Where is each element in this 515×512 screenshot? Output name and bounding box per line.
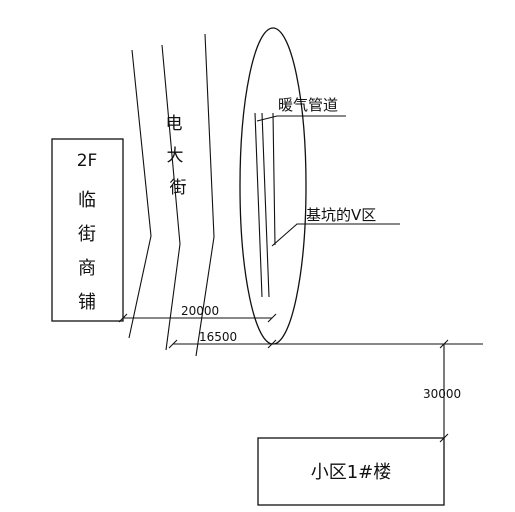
street-shop-building (51, 138, 124, 322)
label-shop-char-3: 商 (78, 258, 96, 279)
heating-pipe-line-3 (272, 112, 276, 246)
label-shop-char-2: 街 (78, 224, 96, 245)
residential-building (257, 437, 445, 506)
heating-pipe-leader (256, 115, 346, 122)
label-street-char-3: 街 (170, 178, 187, 198)
dimension-tick (267, 339, 277, 349)
dimension-tick (168, 339, 178, 349)
label-street-char-2: 大 (167, 146, 184, 166)
dimension-tick (118, 313, 128, 323)
street-edge-line-2 (161, 44, 181, 351)
dimension-label-30000: 30000 (423, 387, 461, 401)
label-street-char-1: 电 (166, 114, 183, 134)
street-edge-line-1 (128, 49, 152, 339)
heating-pipe-line-1 (254, 112, 263, 298)
dimension-label-16500: 16500 (199, 330, 237, 344)
label-heating-pipe: 暖气管道 (278, 96, 338, 114)
label-shop-char-4: 铺 (78, 292, 96, 313)
street-edge-line-3 (195, 33, 215, 357)
dimension-label-20000: 20000 (181, 304, 219, 318)
pit-zone-leader (271, 223, 400, 247)
heating-pipe-line-2 (261, 112, 270, 298)
label-2f: 2F (77, 151, 98, 171)
label-pit-zone: 基坑的V区 (306, 206, 376, 224)
label-residential-building: 小区1#楼 (311, 462, 392, 483)
dimension-tick (439, 339, 449, 349)
label-shop-char-1: 临 (78, 190, 96, 211)
pit-zone-ellipse (239, 27, 307, 345)
dimension-tick (267, 313, 277, 323)
